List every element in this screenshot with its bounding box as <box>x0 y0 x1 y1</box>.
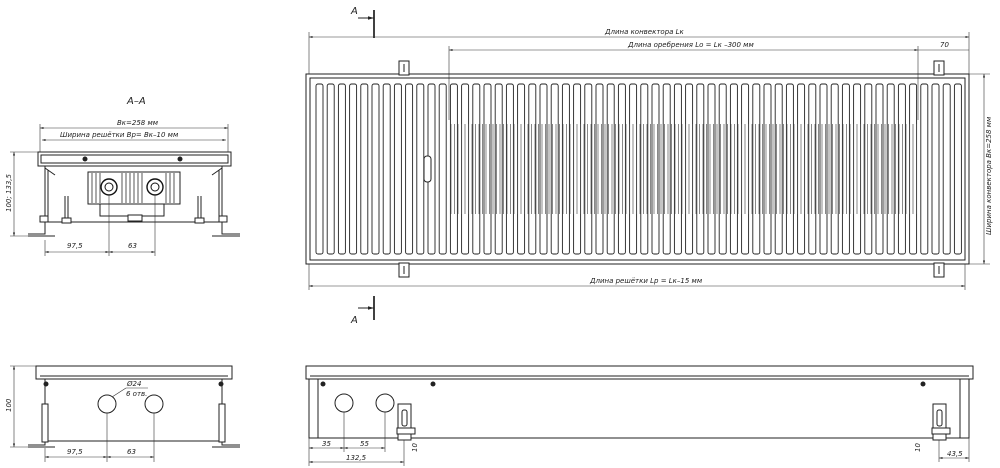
grille-bar <box>326 83 335 255</box>
grille-bar <box>953 83 962 255</box>
grille-bar <box>617 83 626 255</box>
grille-bar <box>864 83 873 255</box>
dim-70: 70 <box>940 41 949 49</box>
grille-bar <box>550 83 559 255</box>
convector-frame <box>305 73 970 265</box>
plan-view: А А Длина конвектора Lк Длина оребрения … <box>305 6 993 326</box>
mounting-tab-icon <box>933 60 945 76</box>
grille-bar <box>494 83 503 255</box>
grille-bar <box>371 83 380 255</box>
grille-bar <box>606 83 615 255</box>
screw-icon <box>82 156 88 162</box>
connection-hole-icon <box>144 394 164 414</box>
grille-bar <box>416 83 425 255</box>
mounting-tab-icon <box>933 262 945 278</box>
grille-front <box>305 365 974 380</box>
grille-bar <box>405 83 414 255</box>
section-marker-bottom: А <box>350 315 358 326</box>
grille-bar <box>718 83 727 255</box>
grille-bar <box>449 83 458 255</box>
dim-grille-width: Ширина решётки Вр= Вк–10 мм <box>60 131 179 139</box>
grille-bar <box>752 83 761 255</box>
grille-bar <box>897 83 906 255</box>
grille-bar <box>931 83 940 255</box>
grille-bar <box>774 83 783 255</box>
grille-bar <box>483 83 492 255</box>
grille-side <box>35 365 233 380</box>
grille-bar <box>438 83 447 255</box>
grille-bar <box>729 83 738 255</box>
mounting-tab-icon <box>398 60 410 76</box>
connection-hole-icon <box>334 393 354 413</box>
grille-bar <box>349 83 358 255</box>
grille-bar <box>651 83 660 255</box>
dim-10-right: 10 <box>914 443 922 452</box>
dim-63: 63 <box>128 242 137 250</box>
grille-bar <box>875 83 884 255</box>
grille-bar <box>337 83 346 255</box>
grille-bar <box>595 83 604 255</box>
grille-bar <box>584 83 593 255</box>
grille-bar <box>472 83 481 255</box>
heat-exchanger-fins <box>450 124 917 214</box>
section-marker-top: А <box>350 6 358 17</box>
trough-front <box>308 378 970 439</box>
grille-bar <box>942 83 951 255</box>
grille-bar <box>561 83 570 255</box>
grille-bar <box>819 83 828 255</box>
dim-hole-dia: Ø24 <box>126 380 141 388</box>
leveling-bolt-icon <box>194 196 205 224</box>
dim-55: 55 <box>360 440 369 448</box>
grille-bar <box>707 83 716 255</box>
dim-63-side: 63 <box>127 448 136 456</box>
grille-bar <box>830 83 839 255</box>
dim-132-5: 132,5 <box>346 454 367 462</box>
connection-hole-icon <box>97 394 117 414</box>
grille-bar <box>785 83 794 255</box>
grille-handle-icon <box>423 155 432 183</box>
grille-bar <box>886 83 895 255</box>
grille-bar <box>393 83 402 255</box>
grille-bar <box>382 83 391 255</box>
grille-bar <box>841 83 850 255</box>
dim-43-5: 43,5 <box>947 450 963 458</box>
dim-hole-count: 6 отв. <box>126 390 147 398</box>
dim-35: 35 <box>322 440 331 448</box>
grille-bar <box>920 83 929 255</box>
grille-bar <box>528 83 537 255</box>
section-view-a-a: А–А Вк=258 мм Ширина решётки Вр= Вк–10 м… <box>5 96 240 256</box>
dim-height-100: 100 <box>5 398 13 412</box>
dim-convector-width: Ширина конвектора Вк=258 мм <box>985 116 993 235</box>
dim-grille-length: Длина решётки Lp = Lк–15 мм <box>589 277 703 285</box>
grille-bar <box>505 83 514 255</box>
grille-bar <box>360 83 369 255</box>
dim-fin-length: Длина оребрения Lo = Lк –300 мм <box>627 41 754 49</box>
grille-bar <box>763 83 772 255</box>
mounting-bracket-icon <box>396 403 416 441</box>
grille-bar <box>673 83 682 255</box>
dim-97-5: 97,5 <box>67 242 83 250</box>
grille-bar <box>315 83 324 255</box>
grille-bars <box>315 83 962 255</box>
dim-convector-length: Длина конвектора Lк <box>604 28 685 36</box>
dim-height-range: 100; 133,5 <box>5 173 13 212</box>
mounting-tab-icon <box>398 262 410 278</box>
side-view: Ø24 6 отв. 100 97,5 63 <box>5 365 240 462</box>
grille-bar <box>640 83 649 255</box>
dim-bk: Вк=258 мм <box>117 119 159 127</box>
mounting-bracket-icon <box>931 403 951 441</box>
front-view: 35 55 132,5 10 10 43,5 <box>305 365 974 466</box>
dim-10-left: 10 <box>411 443 419 452</box>
grille-bar <box>539 83 548 255</box>
grille-bar <box>808 83 817 255</box>
grille-bar <box>696 83 705 255</box>
connection-hole-icon <box>375 393 395 413</box>
section-title: А–А <box>126 96 146 107</box>
grille-bar <box>662 83 671 255</box>
leveling-bolt-icon <box>61 196 72 224</box>
dim-97-5-side: 97,5 <box>67 448 83 456</box>
screw-icon <box>177 156 183 162</box>
